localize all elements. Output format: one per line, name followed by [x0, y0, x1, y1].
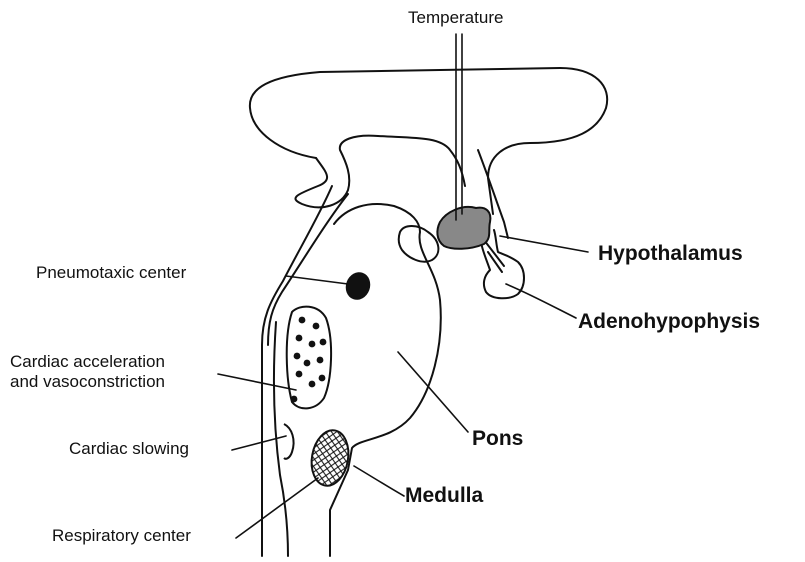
cardiac-acceleration-region [287, 307, 331, 409]
optic-chiasm [399, 226, 439, 262]
leader-adenohypophysis [506, 284, 576, 318]
label-pons: Pons [472, 428, 523, 451]
pneumotaxic-center-spot [342, 269, 374, 304]
label-adenohypophysis: Adenohypophysis [578, 311, 760, 334]
label-cardiac-acceleration-line1: Cardiac acceleration [10, 353, 165, 371]
label-medulla: Medulla [405, 485, 483, 508]
hypothalamic-nucleus [437, 207, 490, 249]
aqueduct-wall [268, 194, 348, 345]
label-pneumotaxic-center: Pneumotaxic center [36, 264, 186, 282]
leader-respiratory [236, 478, 318, 538]
label-cardiac-slowing: Cardiac slowing [69, 440, 189, 458]
label-hypothalamus: Hypothalamus [598, 243, 743, 266]
leader-pneumotaxic [286, 276, 348, 284]
brainstem-outer-wall [262, 186, 332, 556]
respiratory-center-region [307, 427, 352, 488]
label-cardiac-acceleration-line2: and vasoconstriction [10, 373, 165, 391]
leader-medulla [354, 466, 404, 496]
leader-hypothalamus [500, 236, 588, 252]
cortical-fold [295, 136, 465, 208]
cardiac-slowing-region [284, 424, 294, 459]
label-temperature: Temperature [408, 9, 503, 27]
label-respiratory-center: Respiratory center [52, 527, 191, 545]
leader-cardiac-acceleration [218, 374, 296, 390]
